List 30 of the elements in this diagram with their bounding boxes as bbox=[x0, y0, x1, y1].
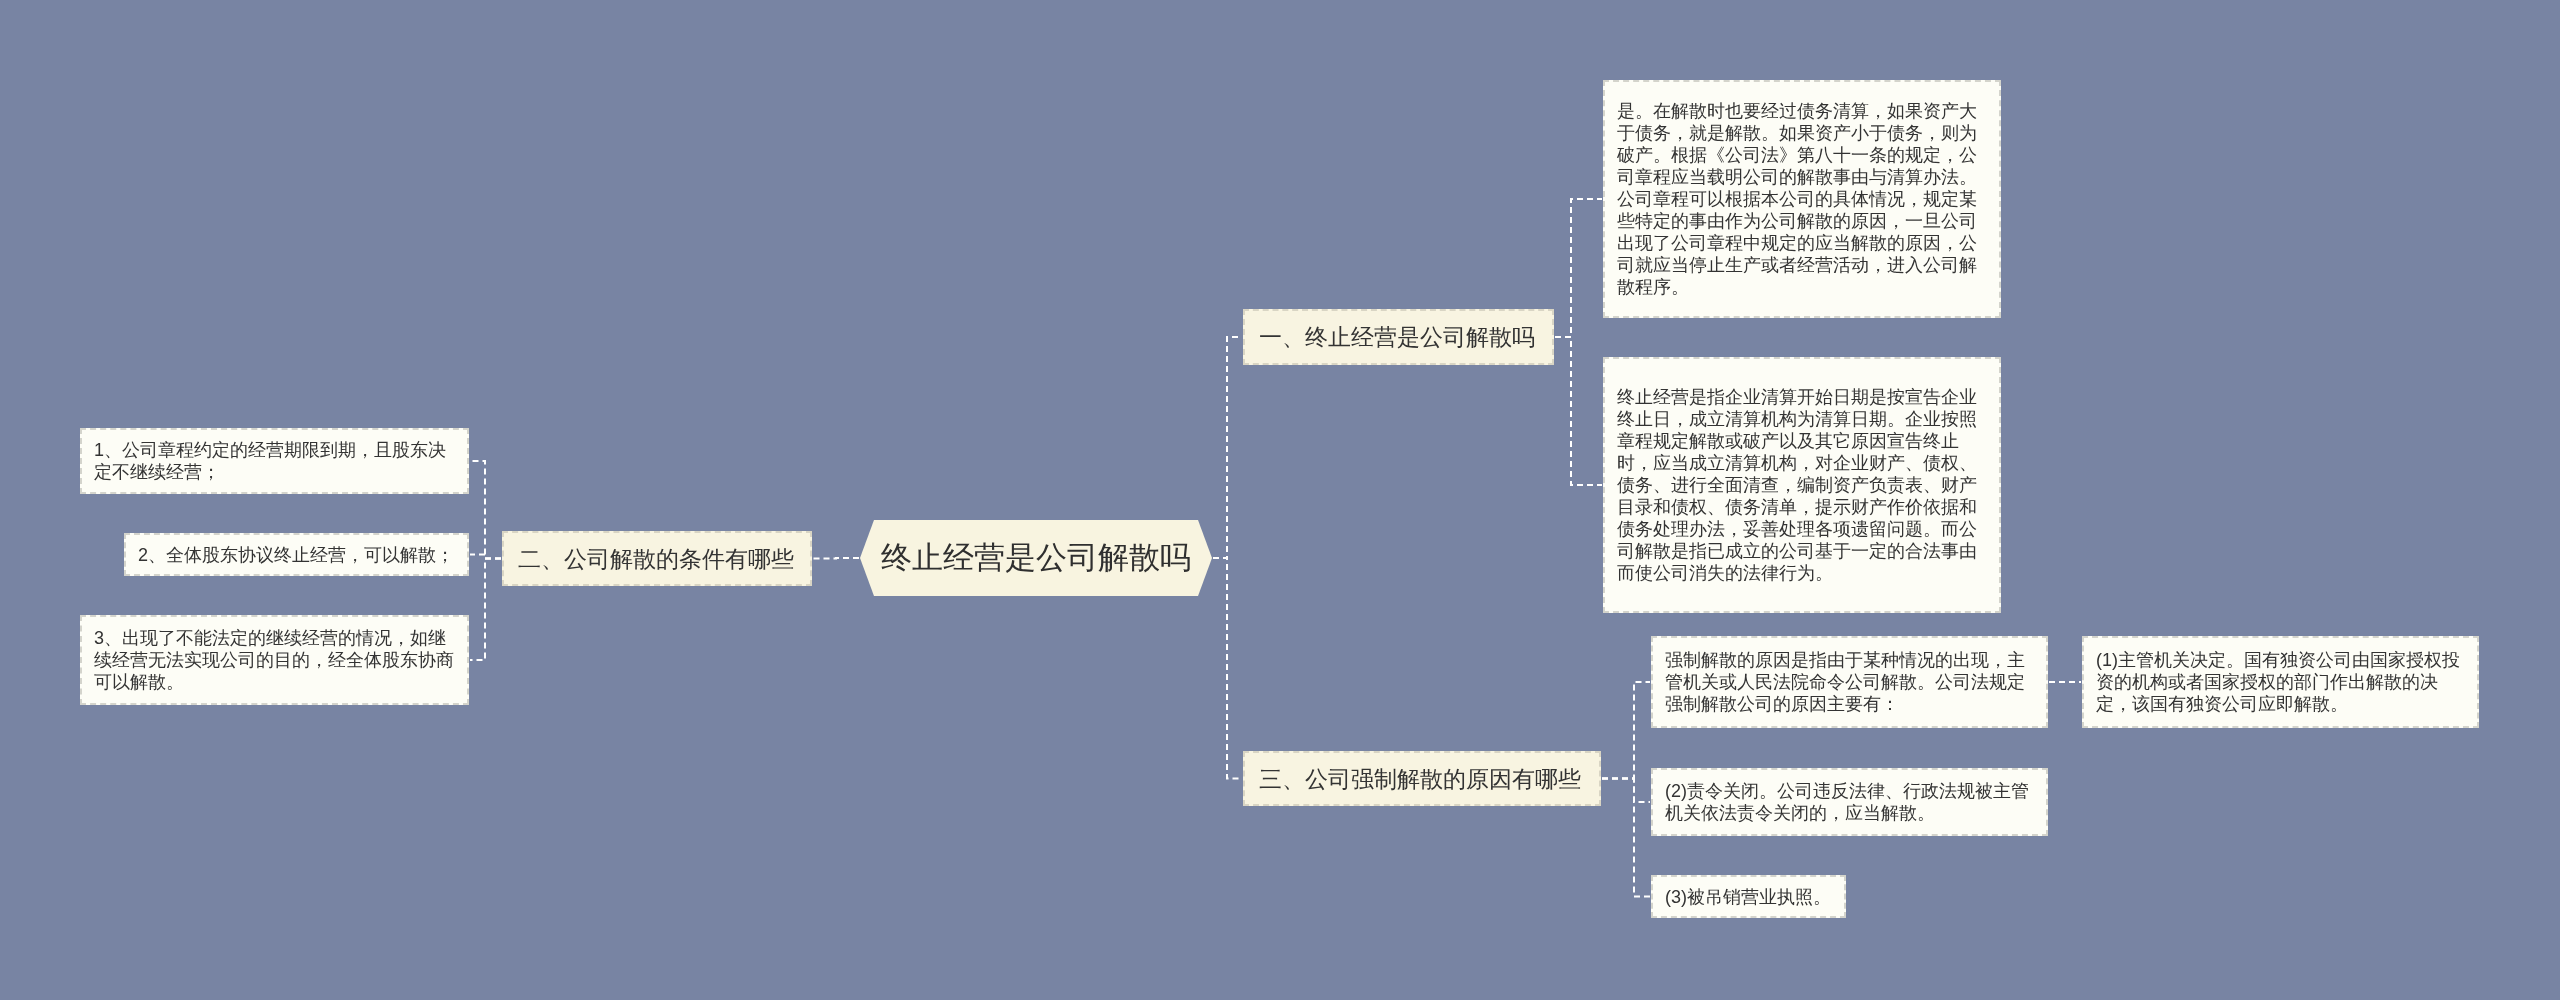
connector-line bbox=[469, 557, 502, 661]
subtopic-text: 三、公司强制解散的原因有哪些 bbox=[1259, 764, 1581, 794]
note-box bbox=[1651, 636, 2048, 728]
connector-line bbox=[1601, 777, 1651, 898]
note-text: 3、出现了不能法定的继续经营的情况，如继续经营无法实现公司的目的，经全体股东协商可以解散。 bbox=[94, 627, 455, 693]
connector-line bbox=[812, 557, 860, 560]
note-text: 1、公司章程约定的经营期限到期，且股东决定不继续经营； bbox=[94, 439, 447, 483]
note-box bbox=[80, 428, 469, 494]
note-box bbox=[2082, 636, 2479, 728]
note-text: 2、全体股东协议终止经营，可以解散； bbox=[138, 543, 454, 566]
central-topic-text: 终止经营是公司解散吗 bbox=[881, 540, 1191, 576]
subtopic-text: 二、公司解散的条件有哪些 bbox=[518, 544, 794, 574]
subtopic-box bbox=[1243, 751, 1601, 806]
connector-line bbox=[2048, 681, 2082, 683]
note-box bbox=[1651, 768, 2048, 836]
note-text: (2)责令关闭。公司违反法律、行政法规被主管机关依法责令关闭的，应当解散。 bbox=[1665, 780, 2030, 824]
note-text: 强制解散的原因是指由于某种情况的出现，主管机关或人民法院命令公司解散。公司法规定强制解散公司的原因主要有： bbox=[1665, 649, 2026, 715]
note-box bbox=[124, 533, 469, 576]
note-text: 终止经营是指企业清算开始日期是按宣告企业终止日，成立清算机构为清算日期。企业按照章程规定解散或破产以及其它原因宣告终止时，应当成立清算机构，对企业财产、债权、债务、进行全面清查，编制资产负责表、财产目录和债权、债务清单，提示财产作价依据和债务处理办法，妥善处理各项遗留问题。而公司解散是指已成立的公司基于一定的合法事由而使公司消失的法律行为。 bbox=[1617, 386, 1978, 584]
note-text: (3)被吊销营业执照。 bbox=[1665, 885, 1831, 908]
note-box bbox=[1603, 80, 2001, 318]
note-text: (1)主管机关决定。国有独资公司由国家授权投资的机构或者国家授权的部门作出解散的决定，该国有独资公司应即解散。 bbox=[2096, 649, 2461, 715]
connector-line bbox=[1554, 336, 1603, 486]
note-box bbox=[1603, 357, 2001, 613]
note-text: 是。在解散时也要经过债务清算，如果资产大于债务，就是解散。如果资产小于债务，则为破产。根据《公司法》第八十一条的规定，公司章程应当载明公司的解散事由与清算办法。公司章程可以根据本公司的具体情况，规定某些特定的事由作为公司解散的原因，一旦公司出现了公司章程中规定的应当解散的原因，公司就应当停止生产或者经营活动，进入公司解散程序。 bbox=[1617, 100, 1978, 298]
note-box bbox=[80, 615, 469, 705]
subtopic-text: 一、终止经营是公司解散吗 bbox=[1259, 323, 1535, 352]
subtopic-box bbox=[1243, 309, 1554, 365]
subtopic-box bbox=[502, 531, 812, 586]
note-box bbox=[1651, 875, 1846, 918]
